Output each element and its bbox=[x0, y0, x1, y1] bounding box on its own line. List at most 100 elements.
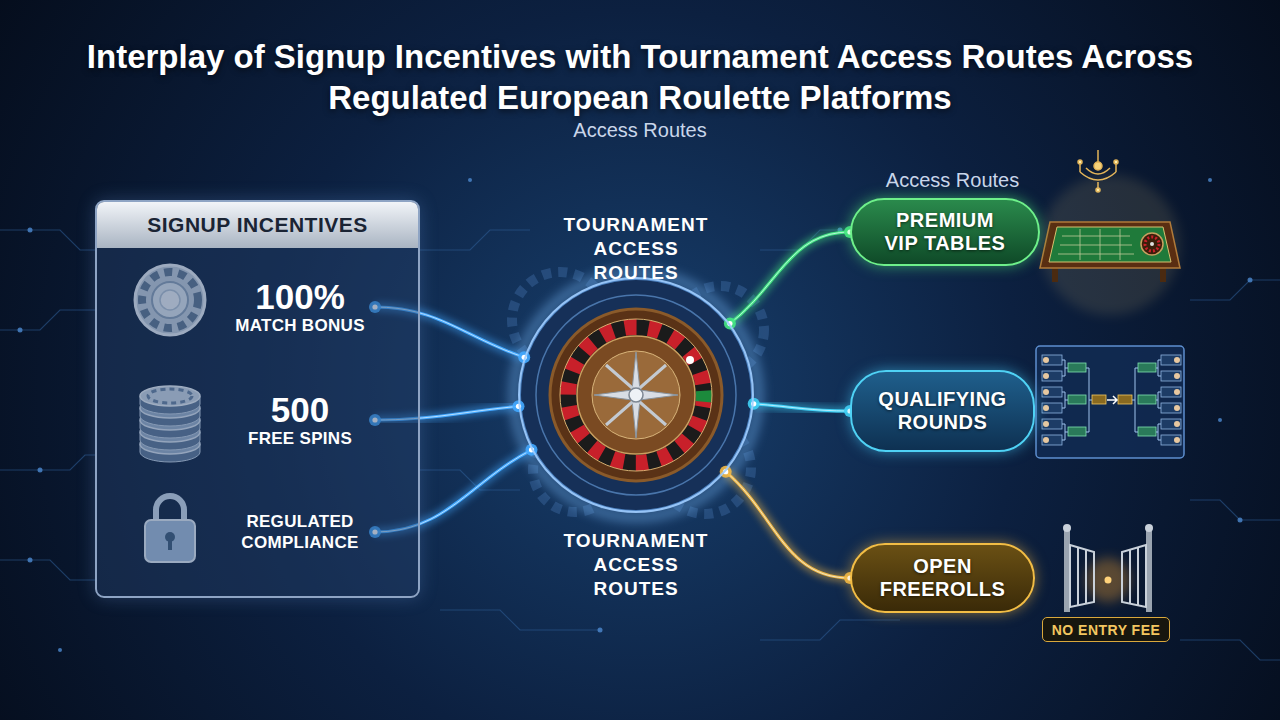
circuit-lines bbox=[0, 230, 95, 250]
connector-highlight bbox=[754, 404, 850, 411]
route-name: OPEN FREEROLLS bbox=[876, 555, 1009, 601]
connector-dot bbox=[526, 444, 538, 456]
connector-dot bbox=[727, 321, 732, 326]
circuit-dots bbox=[1248, 278, 1253, 283]
circuit-dots bbox=[598, 628, 603, 633]
tournament-bracket bbox=[1118, 395, 1132, 404]
vip-roulette-table bbox=[1150, 242, 1154, 246]
route-name: PREMIUM VIP TABLES bbox=[879, 209, 1012, 255]
open-gate bbox=[1063, 524, 1153, 612]
tournament-bracket bbox=[1092, 395, 1106, 404]
roulette-wheel bbox=[560, 319, 712, 471]
circuit-lines bbox=[1190, 280, 1280, 300]
circuit-lines bbox=[1180, 640, 1280, 660]
connector-highlight bbox=[726, 472, 850, 578]
roulette-hub: TOURNAMENT ACCESS ROUTES TOURNAMENT ACCES… bbox=[510, 205, 762, 605]
route-heading: Access Routes bbox=[340, 118, 940, 142]
tournament-bracket bbox=[1138, 427, 1156, 436]
tournament-bracket bbox=[1042, 387, 1062, 397]
circuit-dots bbox=[1208, 178, 1212, 182]
circuit-lines bbox=[420, 230, 530, 250]
circuit-dots bbox=[1238, 518, 1243, 523]
tournament-bracket bbox=[1042, 371, 1062, 381]
vip-roulette-table bbox=[1040, 175, 1180, 315]
roulette-wheel bbox=[514, 273, 758, 517]
roulette-wheel bbox=[520, 279, 752, 511]
circuit-lines bbox=[440, 610, 600, 630]
circuit-dots bbox=[58, 648, 62, 652]
tournament-bracket bbox=[1043, 405, 1049, 411]
roulette-wheel bbox=[568, 327, 704, 463]
roulette-wheel bbox=[629, 388, 643, 402]
tournament-bracket bbox=[1068, 363, 1156, 436]
open-gate bbox=[1063, 524, 1071, 532]
roulette-wheel bbox=[606, 365, 666, 425]
incentive-value: 100% bbox=[255, 278, 345, 316]
circuit-lines bbox=[760, 620, 900, 640]
tournament-bracket bbox=[1161, 403, 1181, 413]
vip-roulette-table bbox=[1145, 237, 1159, 251]
vip-roulette-table bbox=[1040, 222, 1180, 268]
route-pill: QUALIFYING ROUNDS bbox=[850, 370, 1035, 452]
circuit-lines bbox=[1190, 500, 1280, 520]
roulette-wheel bbox=[536, 295, 736, 495]
tournament-bracket bbox=[1174, 389, 1180, 395]
hub-heading: TOURNAMENT ACCESS ROUTES bbox=[549, 213, 724, 285]
incentive-item: 500FREE SPINS bbox=[225, 385, 375, 455]
roulette-wheel bbox=[568, 327, 704, 463]
connector-glow bbox=[726, 472, 850, 578]
diagram-title: Interplay of Signup Incentives with Tour… bbox=[85, 36, 1195, 118]
panel-heading: SIGNUP INCENTIVES bbox=[97, 202, 418, 248]
vip-roulette-table bbox=[1141, 233, 1163, 255]
vip-roulette-table bbox=[1040, 175, 1180, 315]
badge-text: NO ENTRY FEE bbox=[1052, 622, 1161, 638]
vip-roulette-table bbox=[1049, 227, 1171, 262]
tournament-bracket bbox=[1092, 395, 1132, 404]
tournament-bracket bbox=[1161, 355, 1181, 365]
connector-line bbox=[730, 232, 850, 324]
roulette-wheel bbox=[592, 351, 680, 439]
tournament-bracket bbox=[1174, 405, 1180, 411]
incentive-panel: SIGNUP INCENTIVES100%MATCH BONUS500FREE … bbox=[95, 200, 420, 598]
tournament-bracket bbox=[1043, 421, 1049, 427]
chandelier bbox=[1097, 150, 1099, 162]
connector-dot bbox=[720, 466, 732, 478]
circuit-dots bbox=[18, 178, 1253, 652]
circuit-lines bbox=[0, 310, 95, 330]
connector-dot bbox=[529, 447, 534, 452]
connector-dot bbox=[724, 318, 736, 330]
hub-heading: TOURNAMENT ACCESS ROUTES bbox=[549, 529, 724, 601]
tournament-bracket bbox=[1174, 421, 1180, 427]
connector-line bbox=[726, 472, 850, 578]
tournament-bracket bbox=[1042, 403, 1062, 413]
tournament-bracket bbox=[1174, 373, 1180, 379]
wheel-ring bbox=[518, 277, 754, 513]
open-gate bbox=[1070, 545, 1146, 607]
open-gate bbox=[1122, 545, 1146, 607]
tournament-bracket bbox=[1161, 371, 1181, 381]
circuit-dots bbox=[468, 178, 472, 182]
tournament-bracket bbox=[1043, 357, 1049, 363]
connector-glow bbox=[754, 404, 850, 411]
tournament-bracket bbox=[1161, 419, 1181, 429]
tournament-bracket bbox=[1174, 357, 1180, 363]
tournament-bracket bbox=[1036, 346, 1184, 458]
open-gate bbox=[1070, 545, 1094, 607]
roulette-wheel bbox=[514, 273, 758, 517]
tournament-bracket bbox=[1043, 389, 1049, 395]
roulette-wheel bbox=[560, 319, 712, 471]
connector-line bbox=[754, 404, 850, 411]
tournament-bracket bbox=[1107, 396, 1117, 404]
circuit-lines bbox=[0, 560, 95, 580]
open-gate bbox=[1105, 577, 1112, 584]
tournament-bracket bbox=[1042, 435, 1062, 445]
incentive-name: FREE SPINS bbox=[248, 429, 352, 449]
connector-highlight bbox=[730, 232, 850, 324]
tournament-bracket bbox=[1042, 355, 1062, 365]
connector bbox=[724, 226, 856, 330]
open-gate bbox=[1078, 547, 1086, 605]
vip-roulette-table bbox=[1058, 229, 1134, 260]
chandelier bbox=[1114, 160, 1118, 164]
roulette-wheel bbox=[594, 352, 678, 438]
